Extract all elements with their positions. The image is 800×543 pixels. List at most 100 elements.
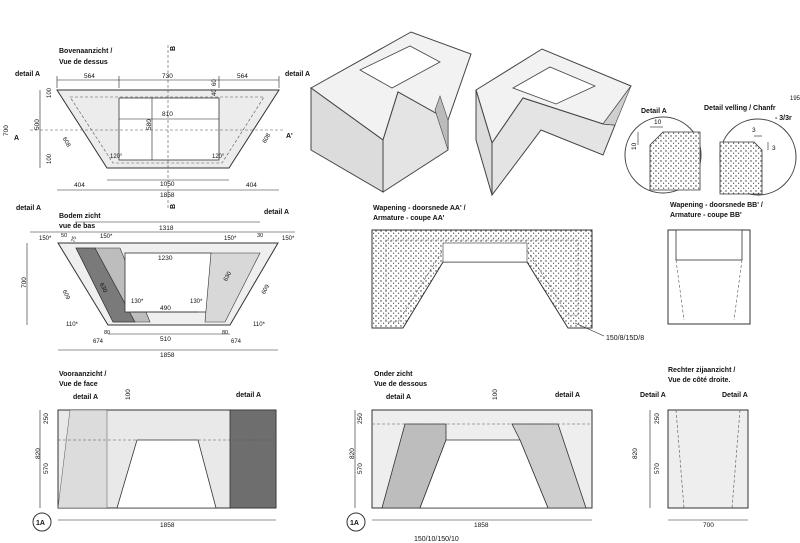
bv-130-l: 130*	[131, 299, 144, 305]
bv-130-r: 130*	[190, 299, 203, 305]
dim-overall: 1858	[160, 192, 175, 199]
isometric-view-1	[310, 31, 472, 193]
bv-80-r: 80	[222, 330, 228, 336]
detail-a-circle: Detail A 10 10	[624, 108, 702, 194]
dim-top-mid: 730	[162, 73, 173, 80]
under-width: 1858	[474, 522, 489, 529]
front-detail-a-r: detail A	[236, 392, 261, 399]
detail-a-label-tl: detail A	[15, 71, 40, 78]
detail-chamfer-title-1: Detail velling / Chanfr	[704, 105, 776, 112]
dim-ang-l: 120°	[110, 154, 123, 160]
detail-a-label-bl: detail A	[16, 205, 41, 212]
front-100: 100	[125, 389, 132, 400]
bv-75: 75	[70, 235, 78, 243]
dim-inner-w: 810	[162, 111, 173, 118]
section-b-bottom: B	[170, 204, 177, 209]
dim-side-l: 404	[74, 182, 85, 189]
bv-609-r: 609	[261, 283, 271, 295]
bv-609-l: 609	[61, 289, 71, 301]
rebar-bottom-label: 150/10/150/10	[414, 536, 459, 543]
bv-top-width: 1318	[159, 225, 174, 232]
under-h: 820	[349, 448, 356, 459]
dim-left-edge: 700	[3, 125, 10, 136]
under-100: 100	[492, 389, 499, 400]
bv-150-in: 150*	[100, 234, 113, 240]
under-view: Onder zicht Vue de dessous detail A deta…	[346, 371, 593, 543]
section-aa: Wapening - doorsnede AA' / Armature - co…	[371, 205, 644, 342]
top-view: Bovenaanzicht / Vue de dessus detail A d…	[3, 45, 310, 216]
dim-h-inner: 580	[146, 119, 153, 130]
under-detail-a-r: detail A	[555, 392, 580, 399]
section-a-right: A'	[286, 133, 293, 140]
detail-a-10v: 10	[631, 142, 638, 150]
dim-v-bot: 100	[47, 153, 53, 164]
bv-overall: 1858	[160, 352, 175, 359]
right-view-title-1: Rechter zijaanzicht /	[668, 367, 735, 374]
top-view-title-1: Bovenaanzicht /	[59, 48, 112, 55]
dim-side-r: 404	[246, 182, 257, 189]
dim-diag-l: 608	[61, 137, 72, 149]
dim-v-top: 100	[47, 87, 53, 98]
dim-bottom: 1050	[160, 181, 175, 188]
top-view-opening	[118, 97, 220, 161]
corner-label: 195	[790, 96, 800, 102]
under-view-title-2: Vue de dessous	[374, 381, 427, 388]
front-top: 250	[43, 413, 50, 424]
front-bot: 570	[43, 463, 50, 474]
bv-150-out: 150*	[282, 236, 295, 242]
isometric-view-2	[475, 48, 632, 197]
bottom-view: Bodem zicht vue de bas 1318 1230 150* 15…	[21, 213, 295, 359]
dim-top-right: 564	[237, 73, 248, 80]
bv-674-l: 674	[93, 339, 104, 345]
detail-chamfer-3h: 3	[752, 127, 756, 134]
under-view-title-1: Onder zicht	[374, 371, 413, 378]
side-top: 250	[654, 413, 661, 424]
section-bb: Wapening - doorsnede BB' / Armature - co…	[667, 202, 763, 325]
front-view-title-1: Vooraanzicht /	[59, 371, 106, 378]
section-aa-title-1: Wapening - doorsnede AA' /	[373, 205, 466, 212]
detail-a-label-tr: detail A	[285, 71, 310, 78]
front-view-title-2: Vue de face	[59, 381, 98, 388]
under-detail-a-l: detail A	[386, 394, 411, 401]
dim-small-tr2: 40	[212, 89, 218, 96]
bv-150-r: 150*	[224, 236, 237, 242]
detail-a-10h: 10	[654, 119, 662, 126]
bv-110-l: 110*	[66, 322, 79, 328]
right-detail-a-r: Detail A	[722, 392, 748, 399]
bottom-view-title-2: vue de bas	[59, 223, 95, 230]
bv-110-r: 110*	[253, 322, 266, 328]
right-view: Rechter zijaanzicht / Vue de côté droite…	[632, 367, 749, 529]
detail-a-label-br: detail A	[264, 209, 289, 216]
right-view-title-2: Vue de côté droite.	[668, 377, 730, 384]
rebar-aa-label: 150/8/15D/8	[606, 335, 644, 342]
bv-inner-w: 1230	[158, 255, 173, 262]
detail-a-title: Detail A	[641, 108, 667, 115]
under-marker-1a: 1A	[350, 520, 359, 527]
dim-ang-r: 120°	[212, 154, 225, 160]
side-bot: 570	[654, 463, 661, 474]
bv-30: 30	[257, 233, 263, 239]
bv-150-l: 150*	[39, 236, 52, 242]
under-top: 250	[357, 413, 364, 424]
front-h: 820	[35, 448, 42, 459]
bv-50: 50	[61, 233, 67, 239]
bv-630: 630	[98, 282, 108, 294]
bv-mid-490: 490	[160, 305, 171, 312]
side-h: 820	[632, 448, 639, 459]
dim-diag-r: 608	[262, 132, 273, 144]
dim-small-tr: 60	[212, 79, 218, 86]
front-detail-a-l: detail A	[73, 394, 98, 401]
detail-chamfer-3v: 3	[772, 145, 776, 152]
section-a-left: A	[14, 135, 19, 142]
right-detail-a-l: Detail A	[640, 392, 666, 399]
section-bb-title-1: Wapening - doorsnede BB' /	[670, 202, 763, 209]
detail-chamfer-title-2: - 3/3r	[775, 115, 792, 122]
bottom-view-title-1: Bodem zicht	[59, 213, 101, 220]
dim-top-left: 564	[84, 73, 95, 80]
front-width: 1858	[160, 522, 175, 529]
side-width: 700	[703, 522, 714, 529]
front-marker-1a: 1A	[36, 520, 45, 527]
top-view-hidden-edge	[69, 96, 265, 164]
front-view: Vooraanzicht / Vue de face detail A deta…	[32, 371, 277, 532]
